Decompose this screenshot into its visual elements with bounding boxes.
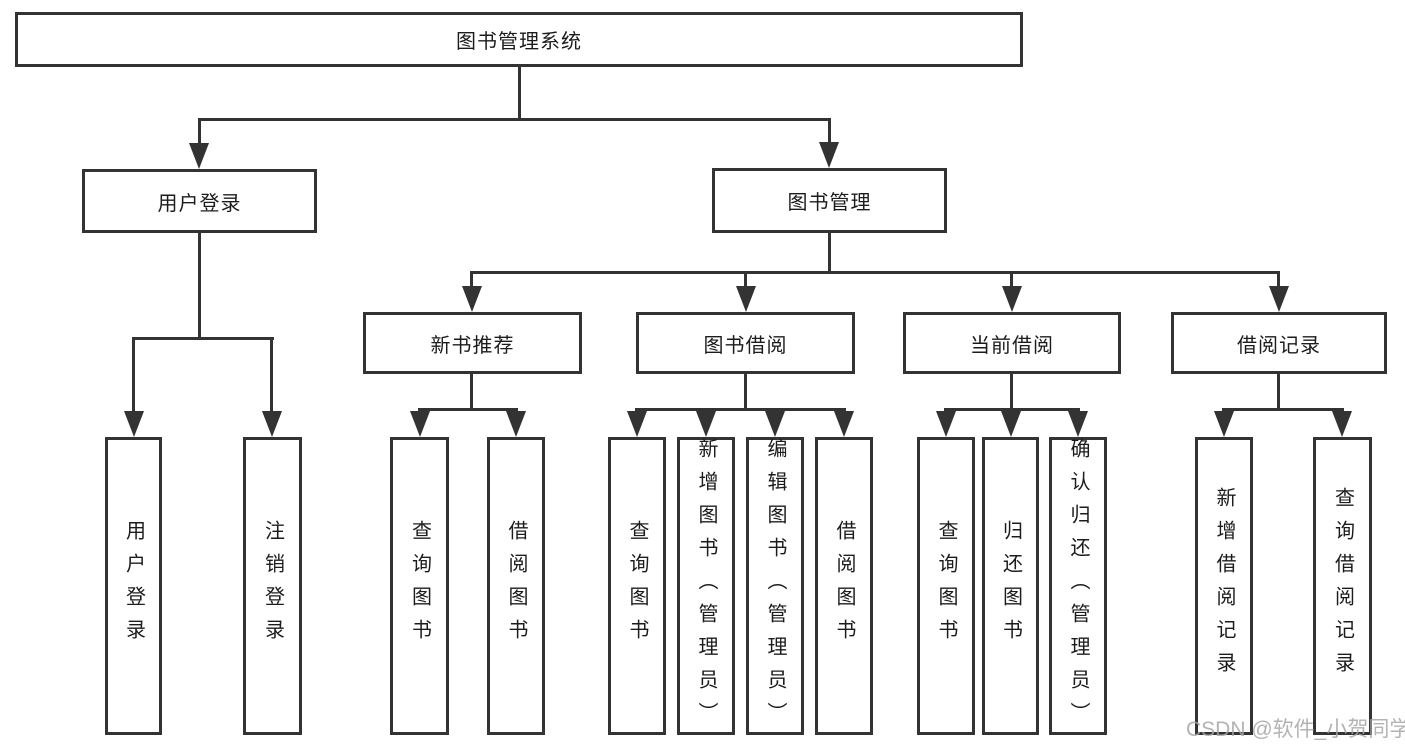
node-confirm-return-admin: 确认归还（管理员） — [1049, 437, 1107, 735]
node-label: 借阅图书 — [505, 520, 527, 652]
connector-line — [132, 337, 135, 413]
arrowhead-down-icon — [627, 411, 647, 437]
connector-line — [198, 118, 831, 121]
node-book-management: 图书管理 — [712, 168, 947, 233]
connector-line — [1010, 374, 1013, 411]
node-logout-leaf: 注销登录 — [243, 437, 302, 735]
connector-line — [270, 337, 273, 413]
connector-line — [744, 374, 747, 411]
connector-line — [828, 233, 831, 274]
arrowhead-down-icon — [189, 143, 209, 169]
node-label: 新增借阅记录 — [1213, 487, 1235, 685]
arrowhead-down-icon — [696, 411, 716, 437]
connector-line — [828, 118, 831, 148]
node-add-borrow-record: 新增借阅记录 — [1195, 437, 1253, 735]
arrowhead-down-icon — [1001, 411, 1021, 437]
node-label: 当前借阅 — [970, 334, 1054, 357]
connector-line — [470, 374, 473, 411]
connector-line — [418, 408, 518, 411]
node-label: 注销登录 — [261, 520, 284, 652]
connector-line — [1222, 408, 1344, 411]
connector-line — [944, 408, 1080, 411]
node-edit-book-admin: 编辑图书（管理员） — [746, 437, 804, 735]
node-label: 借阅记录 — [1237, 334, 1321, 357]
arrowhead-down-icon — [834, 411, 854, 437]
node-borrowing-records: 借阅记录 — [1171, 312, 1387, 374]
node-new-book-recommendation: 新书推荐 — [363, 312, 582, 374]
node-return-book: 归还图书 — [982, 437, 1039, 735]
node-label: 查询图书 — [935, 520, 957, 652]
node-label: 图书管理 — [787, 192, 872, 214]
connector-line — [198, 233, 201, 340]
node-query-borrow-record: 查询借阅记录 — [1313, 437, 1372, 735]
node-user-login: 用户登录 — [82, 169, 317, 233]
arrowhead-down-icon — [506, 411, 526, 437]
arrowhead-down-icon — [124, 411, 144, 437]
arrowhead-down-icon — [1068, 411, 1088, 437]
node-query-books-borrow: 查询图书 — [608, 437, 666, 735]
connector-line — [1277, 271, 1280, 293]
connector-line — [744, 271, 747, 293]
connector-line — [132, 337, 274, 340]
connector-line — [1010, 271, 1013, 293]
connector-line — [198, 118, 201, 148]
node-label: 用户登录 — [157, 192, 242, 215]
node-current-borrowing: 当前借阅 — [903, 312, 1121, 374]
node-label: 查询借阅记录 — [1331, 487, 1354, 685]
node-borrow-books-recommend: 借阅图书 — [487, 437, 545, 735]
node-library-management-system: 图书管理系统 — [15, 12, 1023, 67]
connector-line — [470, 271, 473, 293]
arrowhead-down-icon — [462, 286, 482, 312]
connector-line — [635, 408, 846, 411]
node-label: 借阅图书 — [833, 520, 855, 652]
node-user-login-leaf: 用户登录 — [105, 437, 162, 735]
arrowhead-down-icon — [765, 411, 785, 437]
arrowhead-down-icon — [1332, 411, 1352, 437]
node-label: 图书管理系统 — [456, 31, 582, 53]
node-label: 查询图书 — [408, 520, 431, 652]
arrowhead-down-icon — [262, 411, 282, 437]
node-label: 新书推荐 — [430, 334, 515, 357]
node-label: 归还图书 — [999, 520, 1022, 652]
arrowhead-down-icon — [1214, 411, 1234, 437]
arrowhead-down-icon — [1002, 286, 1022, 312]
node-query-books-recommend: 查询图书 — [390, 437, 449, 735]
arrowhead-down-icon — [736, 286, 756, 312]
arrowhead-down-icon — [936, 411, 956, 437]
arrowhead-down-icon — [410, 411, 430, 437]
node-borrow-books-leaf: 借阅图书 — [815, 437, 873, 735]
connector-line — [1277, 374, 1280, 411]
node-label: 查询图书 — [626, 520, 648, 652]
node-add-book-admin: 新增图书（管理员） — [677, 437, 735, 735]
node-label: 图书借阅 — [703, 334, 788, 357]
node-query-books-current: 查询图书 — [917, 437, 975, 735]
node-label: 新增图书（管理员） — [695, 437, 717, 735]
arrowhead-down-icon — [819, 142, 839, 168]
node-book-borrowing: 图书借阅 — [636, 312, 855, 374]
node-label: 编辑图书（管理员） — [764, 437, 786, 735]
node-label: 确认归还（管理员） — [1067, 437, 1089, 735]
connector-line — [518, 67, 521, 121]
arrowhead-down-icon — [1269, 286, 1289, 312]
connector-line — [470, 271, 1280, 274]
node-label: 用户登录 — [122, 520, 145, 652]
csdn-watermark: CSDN @软件_小贺同学 — [1186, 718, 1405, 741]
